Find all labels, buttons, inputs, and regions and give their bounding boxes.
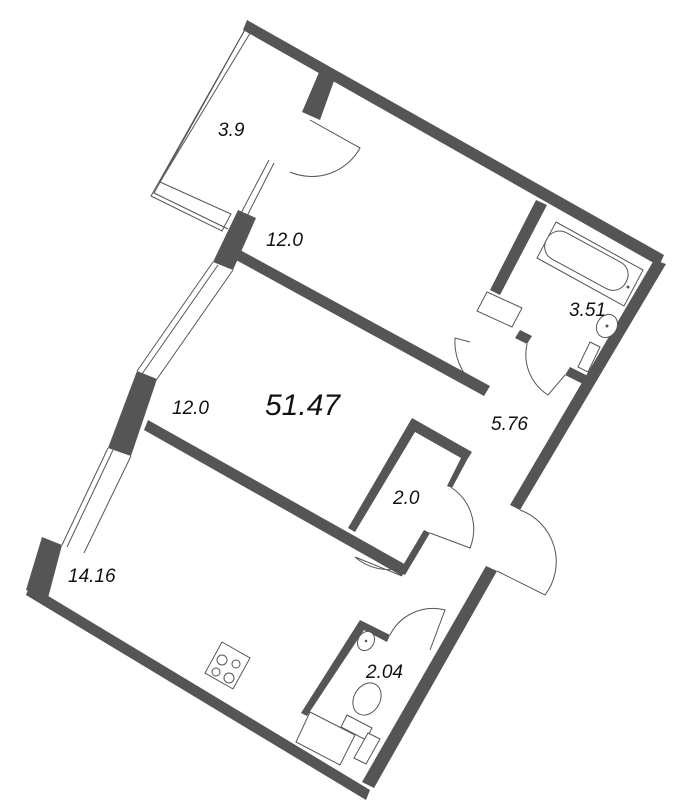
room-area-kitchen-living: 14.16	[68, 566, 116, 587]
toilet-shaft	[295, 711, 356, 766]
room-area-bathroom: 3.51	[569, 300, 606, 321]
sink-icon	[577, 313, 619, 373]
wall-bathroom-left	[490, 200, 547, 295]
room-area-balcony: 3.9	[218, 120, 245, 141]
wall-bottom	[26, 585, 370, 800]
wall-bathroom-bottom	[565, 367, 590, 385]
toilet-bowl-icon	[340, 682, 382, 765]
wall-toilet	[301, 620, 390, 716]
wall-pier-1	[213, 210, 256, 270]
wall-pier-2	[108, 371, 157, 456]
total-area: 51.47	[265, 389, 341, 422]
wall-closet	[348, 418, 472, 532]
wall-right	[510, 260, 666, 510]
room-area-closet: 2.0	[393, 488, 420, 509]
wall-top	[243, 20, 664, 266]
room-area-bedroom-middle: 12.0	[172, 398, 209, 419]
door-swings	[289, 119, 566, 651]
wall-closet-lower	[399, 530, 430, 575]
window-left-facade	[61, 261, 234, 554]
wall-left-corner	[26, 537, 62, 598]
balcony-glazing	[150, 25, 275, 232]
bathroom-shaft	[476, 291, 523, 328]
wall-kitchen-divider	[144, 420, 408, 576]
room-area-toilet: 2.04	[366, 662, 403, 683]
stove-icon	[204, 641, 251, 690]
wall-bathroom-stub	[515, 330, 532, 344]
room-area-hallway: 5.76	[491, 414, 528, 435]
bathtub-icon	[536, 221, 644, 307]
room-area-bedroom-top: 12.0	[266, 230, 303, 251]
wall-right-lower	[362, 566, 497, 788]
wall-balcony-stub	[302, 70, 335, 120]
wall-bedrooms-divider	[236, 250, 490, 396]
toilet-sink-icon	[356, 630, 376, 652]
